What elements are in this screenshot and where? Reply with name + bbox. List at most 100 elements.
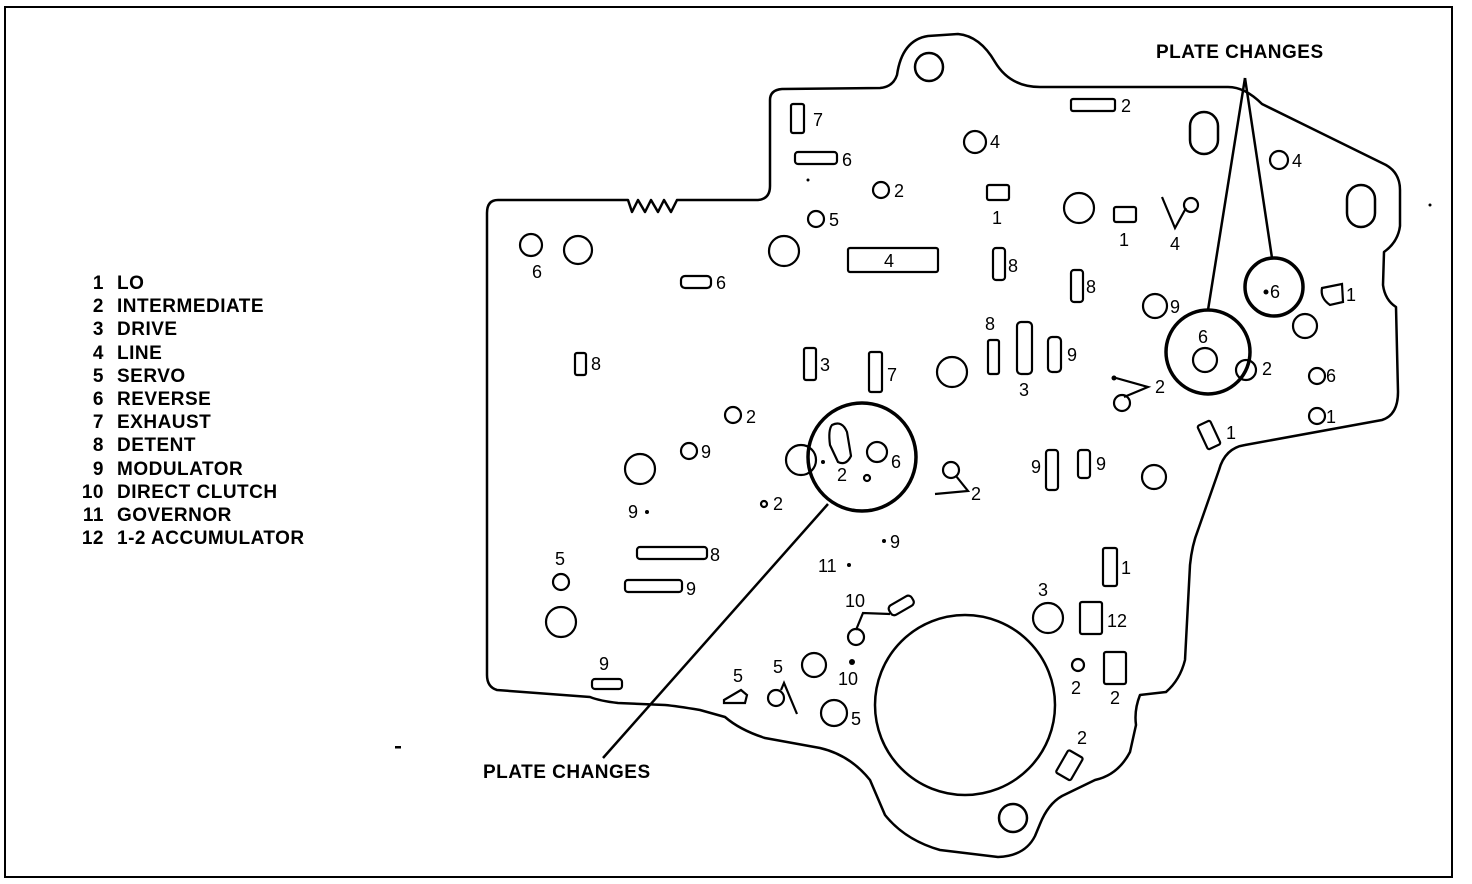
port-label: 1 xyxy=(992,208,1002,228)
plate-change-circle-right-large xyxy=(1164,308,1252,396)
port-hole xyxy=(551,572,571,592)
port-label: 4 xyxy=(990,132,1000,152)
port-label: 4 xyxy=(1292,151,1302,171)
port-hole xyxy=(1291,312,1319,340)
dot-mark xyxy=(847,563,851,567)
mounting-hole xyxy=(913,51,945,83)
port-label: 5 xyxy=(733,666,743,686)
legend-number: 4 xyxy=(92,342,104,364)
port-hole xyxy=(865,440,889,464)
legend-label: DETENT xyxy=(117,435,196,457)
port-slot xyxy=(1196,419,1222,451)
port-label: 12 xyxy=(1107,611,1127,631)
port-irregular xyxy=(722,688,749,705)
port-slot xyxy=(867,350,884,394)
port-slot xyxy=(789,102,806,135)
legend-number: 6 xyxy=(92,389,104,411)
port-hole xyxy=(819,698,849,728)
port-hole xyxy=(806,209,826,229)
port-label: 1 xyxy=(1119,230,1129,250)
port-hole xyxy=(1141,292,1169,320)
port-label: 5 xyxy=(773,657,783,677)
legend-number: 1 xyxy=(92,273,104,294)
legend-item: 9 MODULATOR xyxy=(72,458,305,481)
port-hole xyxy=(759,499,769,509)
port-label: 8 xyxy=(591,354,601,374)
dot-mark xyxy=(849,659,855,665)
port-label: 2 xyxy=(1071,678,1081,698)
port-label: 2 xyxy=(1121,96,1131,116)
legend-label: 1-2 ACCUMULATOR xyxy=(117,528,305,550)
port-label: 5 xyxy=(829,210,839,230)
port-hole xyxy=(544,605,578,639)
port-slot xyxy=(1078,600,1104,636)
port-hole xyxy=(1307,366,1327,386)
port-hole xyxy=(562,234,594,266)
dot-mark xyxy=(1263,289,1269,295)
port-slot xyxy=(623,578,684,594)
port-label: 5 xyxy=(851,709,861,729)
port-slot xyxy=(1112,205,1138,224)
port-label: 2 xyxy=(1077,728,1087,748)
port-slot xyxy=(846,246,940,274)
port-label: 9 xyxy=(1031,457,1041,477)
port-hole xyxy=(679,441,699,461)
port-label: 9 xyxy=(599,654,609,674)
port-hole xyxy=(767,234,801,268)
plate-change-circle-left xyxy=(806,401,918,513)
dot-mark xyxy=(645,510,649,514)
port-hole xyxy=(800,651,828,679)
port-hole xyxy=(935,355,969,389)
legend-label: LO xyxy=(117,273,145,294)
legend-number: 11 xyxy=(82,505,104,527)
port-hole xyxy=(871,180,891,200)
port-label: 9 xyxy=(686,579,696,599)
port-hole xyxy=(1112,393,1132,413)
port-slot xyxy=(1076,448,1092,480)
dot-mark xyxy=(1428,203,1432,207)
port-hole xyxy=(1140,463,1168,491)
legend-number: 2 xyxy=(92,296,104,318)
legend-label: MODULATOR xyxy=(117,458,244,480)
callout-leader-line xyxy=(602,503,829,759)
port-slot xyxy=(1055,749,1084,782)
legend-number: 5 xyxy=(92,365,104,387)
port-label: 9 xyxy=(628,502,638,522)
port-label: 2 xyxy=(971,484,981,504)
port-slot xyxy=(573,351,588,377)
legend-number: 9 xyxy=(92,458,104,480)
legend-number: 8 xyxy=(92,435,104,457)
port-slot xyxy=(793,150,839,166)
port-hole xyxy=(846,627,866,647)
dot-mark xyxy=(821,460,825,464)
port-label: 6 xyxy=(532,262,542,282)
port-label: 8 xyxy=(710,545,720,565)
legend-label: EXHAUST xyxy=(117,412,212,434)
dot-mark xyxy=(1111,375,1117,381)
port-slot xyxy=(1102,650,1128,686)
port-label: 9 xyxy=(890,532,900,552)
port-slot xyxy=(1069,268,1085,304)
legend-item: 4 LINE xyxy=(72,342,305,365)
legend-label: LINE xyxy=(117,342,163,364)
port-hole xyxy=(941,460,961,480)
port-label: 2 xyxy=(1262,359,1272,379)
port-label: 2 xyxy=(894,181,904,201)
plate-change-circle-right-small xyxy=(1243,256,1305,318)
port-hole xyxy=(1191,346,1219,374)
port-slot xyxy=(1015,320,1034,376)
dot-mark xyxy=(806,178,810,182)
port-label: 7 xyxy=(813,110,823,130)
port-label: 4 xyxy=(884,251,894,271)
figure-border xyxy=(4,6,1453,878)
port-slot xyxy=(1101,546,1119,588)
legend-item: 1 LO xyxy=(72,272,305,295)
port-label: 10 xyxy=(845,591,865,611)
port-label: 8 xyxy=(985,314,995,334)
port-slot xyxy=(985,183,1011,202)
port-linkage xyxy=(934,475,971,496)
